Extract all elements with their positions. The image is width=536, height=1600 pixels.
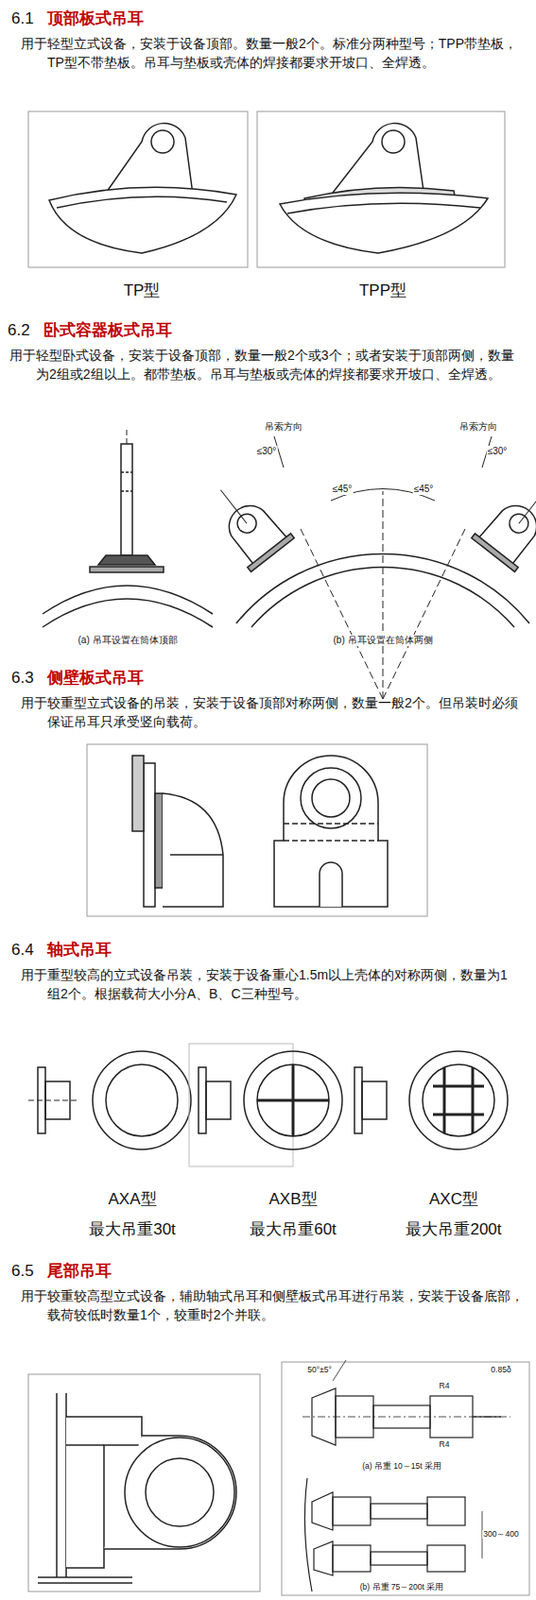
figure-label: AXA型 [107, 1189, 156, 1212]
dimension-label: ≤45° [331, 484, 354, 496]
axb-lug [189, 1044, 343, 1168]
section-number: 6.5 [11, 1261, 35, 1284]
figure-frame [257, 111, 505, 268]
figure-frame [281, 1363, 530, 1597]
section-number: 6.4 [11, 939, 35, 963]
figure-label: 最大吊重30t [88, 1219, 176, 1243]
dimension-label: R4 [438, 1383, 451, 1392]
side-lug-shell [199, 436, 536, 700]
figure-frame [86, 744, 428, 917]
dimension-label: 300～400 [482, 1531, 519, 1540]
figure-label: AXC型 [429, 1189, 479, 1212]
section-number: 6.3 [11, 667, 35, 691]
section-title: 卧式容器板式吊耳 [43, 319, 173, 343]
figure-label: 吊索方向 [263, 421, 304, 433]
body-text: 用于较重型立式设备的吊装，安装于设备顶部对称两侧，数量一般2个。但吊装时必须保证… [47, 693, 520, 733]
body-text: 用于重型较高的立式设备吊装，安装于设备重心1.5m以上壳体的对称两侧，数量为1组… [47, 966, 520, 1005]
tail-lug-detail [302, 1361, 511, 1593]
figure-label: 最大吊重60t [249, 1219, 337, 1243]
dimension-label: ≤45° [413, 484, 435, 496]
section-number: 6.1 [11, 7, 35, 31]
section-number: 6.2 [7, 319, 31, 343]
axa-lug [28, 1052, 191, 1151]
figure-caption: (b) 吊重 75～200t 采用 [359, 1584, 445, 1593]
figure-label: 最大吊重200t [405, 1219, 502, 1243]
body-text: 用于较重较高型立式设备，辅助轴式吊耳和侧壁板式吊耳进行吊装，安装于设备底部，载荷… [47, 1287, 525, 1327]
figure-label: AXB型 [268, 1189, 317, 1212]
figure-frame [28, 1375, 260, 1593]
dimension-label: ≤30° [486, 446, 509, 458]
top-lug-section [42, 430, 213, 628]
dimension-label: R4 [438, 1441, 451, 1451]
tp-lug [49, 123, 237, 254]
figure-label: 吊索方向 [458, 421, 499, 433]
figure-frame [28, 111, 248, 268]
figure-label: TP型 [123, 279, 161, 303]
dimension-label: 0.85δ [489, 1366, 512, 1376]
section-title: 尾部吊耳 [47, 1261, 112, 1284]
section-title: 轴式吊耳 [47, 939, 112, 963]
axc-lug [354, 1052, 508, 1151]
dimension-label: ≤30° [256, 446, 278, 458]
tail-lug [37, 1394, 237, 1585]
figure-caption: (b) 吊耳设置在筒体两侧 [332, 635, 434, 647]
dimension-label: 50°±5° [306, 1366, 333, 1376]
tpp-lug [279, 123, 488, 254]
figure-caption: (a) 吊耳设置在筒体顶部 [77, 635, 179, 647]
side-plate-lug [132, 756, 388, 908]
body-text: 用于轻型立式设备，安装于设备顶部。数量一般2个。标准分两种型号；TPP带垫板，T… [47, 34, 520, 73]
section-title: 顶部板式吊耳 [47, 7, 144, 31]
section-title: 侧壁板式吊耳 [47, 667, 144, 691]
figure-label: TPP型 [359, 279, 407, 303]
body-text: 用于轻型卧式设备，安装于设备顶部，数量一般2个或3个；或者安装于顶部两侧，数量为… [35, 345, 526, 385]
figure-caption: (a) 吊重 10～15t 采用 [361, 1463, 443, 1472]
